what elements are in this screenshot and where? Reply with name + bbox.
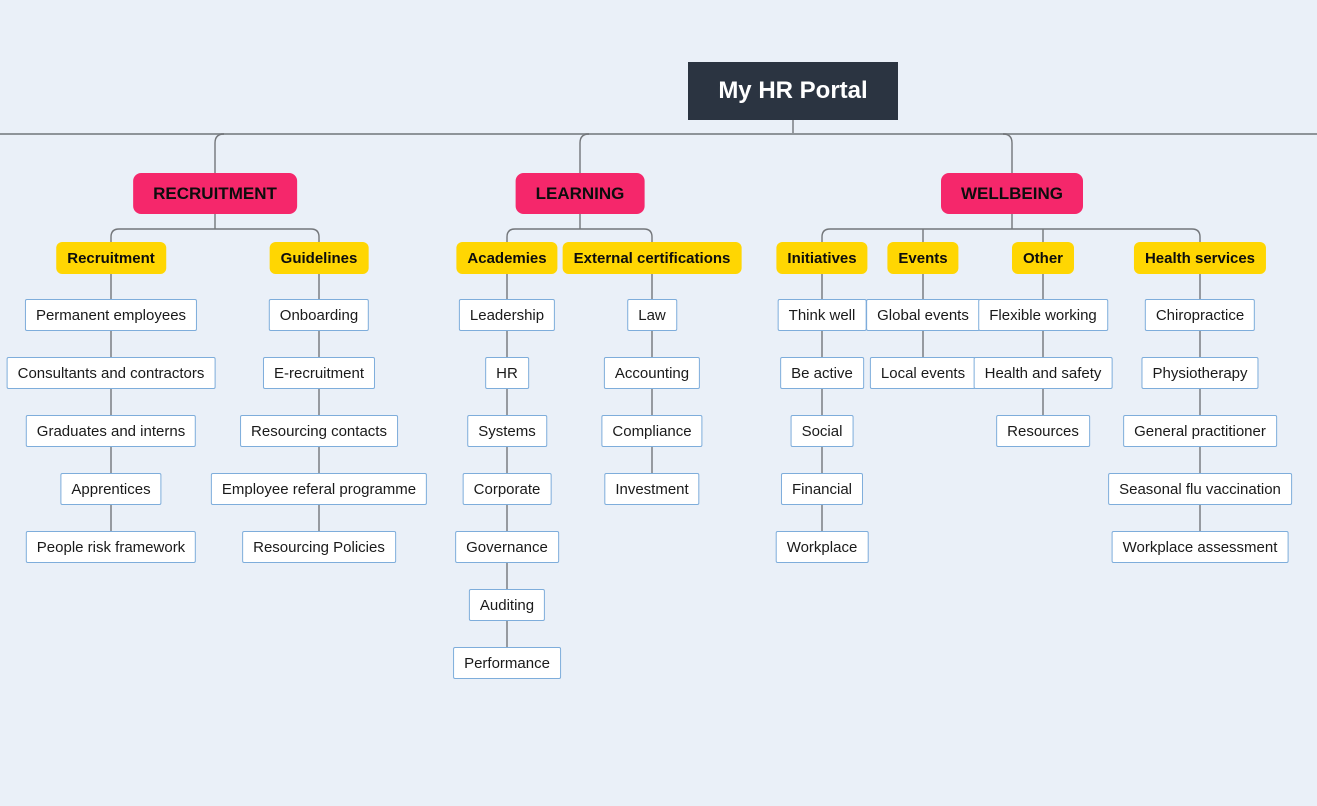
leaf-node-e-recruitment[interactable]: E-recruitment — [262, 357, 376, 389]
leaf-node-global-events[interactable]: Global events — [866, 299, 980, 331]
leaf-node-workplace[interactable]: Workplace — [775, 531, 869, 563]
leaf-node-graduates-and-interns[interactable]: Graduates and interns — [25, 415, 197, 447]
subcategory-node-external-certifications[interactable]: External certifications — [562, 242, 742, 274]
leaf-node-investment[interactable]: Investment — [604, 473, 700, 505]
category-node-learning[interactable]: LEARNING — [515, 173, 645, 214]
subcategory-node-health-services[interactable]: Health services — [1133, 242, 1267, 274]
leaf-node-flexible-working[interactable]: Flexible working — [978, 299, 1108, 331]
leaf-node-seasonal-flu-vaccination[interactable]: Seasonal flu vaccination — [1108, 473, 1292, 505]
leaf-node-health-and-safety[interactable]: Health and safety — [973, 357, 1113, 389]
leaf-node-workplace-assessment[interactable]: Workplace assessment — [1111, 531, 1289, 563]
leaf-node-apprentices[interactable]: Apprentices — [60, 473, 162, 505]
leaf-node-permanent-employees[interactable]: Permanent employees — [24, 299, 198, 331]
leaf-node-auditing[interactable]: Auditing — [468, 589, 546, 621]
leaf-node-law[interactable]: Law — [627, 299, 677, 331]
subcategory-node-recruitment[interactable]: Recruitment — [56, 242, 166, 274]
subcategory-node-academies[interactable]: Academies — [456, 242, 558, 274]
leaf-node-consultants-and-contractors[interactable]: Consultants and contractors — [6, 357, 216, 389]
leaf-node-chiropractice[interactable]: Chiropractice — [1144, 299, 1256, 331]
leaf-node-accounting[interactable]: Accounting — [603, 357, 701, 389]
leaf-node-onboarding[interactable]: Onboarding — [268, 299, 370, 331]
leaf-node-hr[interactable]: HR — [485, 357, 529, 389]
title-node[interactable]: My HR Portal — [688, 62, 898, 120]
leaf-node-employee-referal-programme[interactable]: Employee referal programme — [210, 473, 428, 505]
leaf-node-compliance[interactable]: Compliance — [601, 415, 703, 447]
leaf-node-governance[interactable]: Governance — [455, 531, 559, 563]
subcategory-node-guidelines[interactable]: Guidelines — [269, 242, 369, 274]
leaf-node-leadership[interactable]: Leadership — [458, 299, 556, 331]
leaf-node-corporate[interactable]: Corporate — [462, 473, 552, 505]
leaf-node-resourcing-contacts[interactable]: Resourcing contacts — [240, 415, 398, 447]
leaf-node-physiotherapy[interactable]: Physiotherapy — [1141, 357, 1259, 389]
leaf-node-systems[interactable]: Systems — [467, 415, 547, 447]
category-node-recruitment[interactable]: RECRUITMENT — [133, 173, 297, 214]
subcategory-node-other[interactable]: Other — [1011, 242, 1075, 274]
subcategory-node-events[interactable]: Events — [887, 242, 959, 274]
leaf-node-general-practitioner[interactable]: General practitioner — [1123, 415, 1277, 447]
leaf-node-performance[interactable]: Performance — [453, 647, 561, 679]
category-node-wellbeing[interactable]: WELLBEING — [941, 173, 1083, 214]
leaf-node-resources[interactable]: Resources — [996, 415, 1090, 447]
subcategory-node-initiatives[interactable]: Initiatives — [776, 242, 868, 274]
leaf-node-financial[interactable]: Financial — [780, 473, 864, 505]
leaf-node-think-well[interactable]: Think well — [777, 299, 867, 331]
leaf-node-be-active[interactable]: Be active — [780, 357, 864, 389]
leaf-node-local-events[interactable]: Local events — [869, 357, 977, 389]
leaf-node-resourcing-policies[interactable]: Resourcing Policies — [242, 531, 396, 563]
leaf-node-social[interactable]: Social — [790, 415, 854, 447]
leaf-node-people-risk-framework[interactable]: People risk framework — [25, 531, 197, 563]
